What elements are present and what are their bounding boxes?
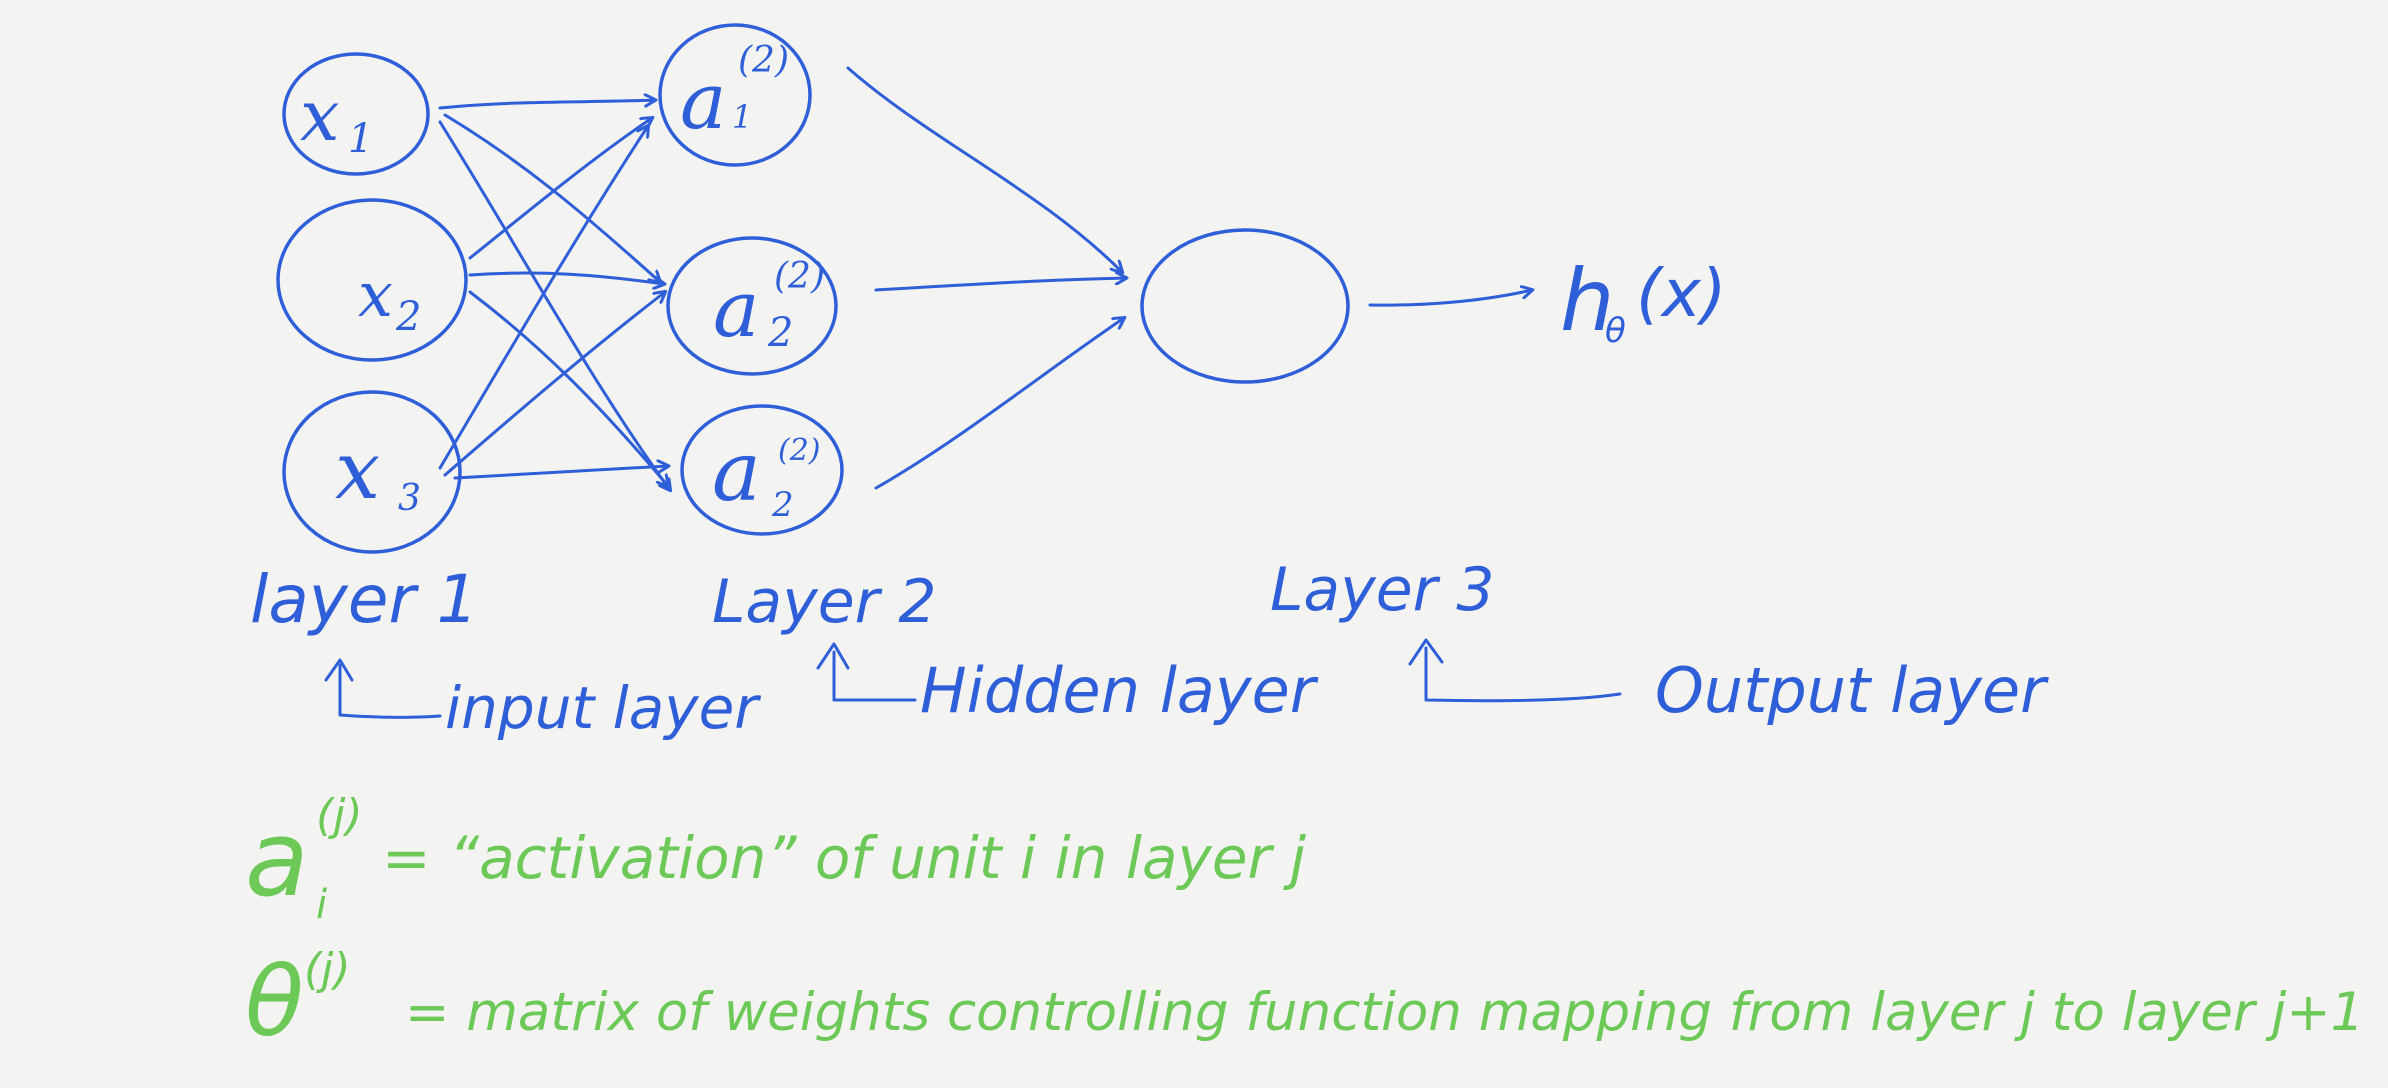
output-function-label: h θ (x)	[1560, 251, 1727, 351]
output-h: h	[1560, 251, 1615, 351]
label-x3-sub: 3	[398, 478, 421, 519]
node-a3	[680, 404, 844, 536]
edge-x3-a1	[438, 126, 648, 470]
definitions: a i (j) = “activation” of unit i in laye…	[245, 790, 2364, 1058]
edge-a2-output	[874, 278, 1126, 292]
layer-captions: layer 1 Layer 2 Layer 3	[250, 555, 1495, 638]
node-labels: x 1 x 2 x 3 a 1 (2) a 2 (2) a 2 (2)	[300, 40, 825, 525]
output-pointer	[1424, 646, 1622, 703]
edge-x2-a1	[468, 118, 652, 260]
label-x2-sub: 2	[395, 294, 421, 340]
label-a1: a	[680, 57, 727, 147]
layer3-caption: Layer 3	[1270, 555, 1495, 625]
edge-x2-a2	[468, 271, 664, 284]
layer2-caption: Layer 2	[712, 567, 937, 637]
label-a2: a	[713, 265, 760, 355]
edge-x1-a2	[443, 113, 660, 282]
activation-sup: (j)	[316, 790, 363, 841]
node-x3	[282, 390, 462, 554]
output-arrow	[1368, 290, 1532, 307]
layer-type-labels: input layer Hidden layer Output layer	[445, 654, 2049, 742]
label-a2-sub: 2	[767, 310, 793, 356]
edges-layer1-to-layer2	[438, 100, 670, 490]
output-theta-sub: θ	[1605, 311, 1626, 351]
edge-a1-output	[846, 66, 1122, 272]
label-a3-sup: (2)	[778, 433, 821, 468]
activation-sub: i	[316, 882, 327, 928]
label-a3-sub: 2	[771, 485, 794, 525]
layer-pointers	[324, 638, 1622, 719]
theta-symbol: θ	[245, 946, 304, 1058]
edge-x3-a3	[453, 466, 668, 480]
label-x3: x	[335, 424, 380, 517]
label-x1-sub: 1	[348, 116, 373, 162]
activation-symbol: a	[245, 798, 309, 920]
output-pointer-caret	[1408, 638, 1444, 666]
node-output	[1140, 228, 1350, 384]
theta-sup: (j)	[304, 944, 351, 995]
edge-a3-output	[874, 318, 1124, 490]
edges-layer2-to-layer3	[846, 66, 1126, 490]
node-a1	[658, 23, 812, 167]
edge-x1-a1	[438, 100, 655, 110]
input-layer-label: input layer	[445, 674, 761, 742]
output-arg: (x)	[1636, 255, 1727, 332]
hidden-pointer-caret	[816, 642, 850, 670]
activation-definition: = “activation” of unit i in layer j	[382, 824, 1307, 892]
input-pointer	[338, 663, 442, 719]
input-pointer-caret	[324, 658, 354, 682]
edge-x3-a2	[443, 292, 665, 477]
node-x2	[276, 198, 468, 362]
output-layer-label: Output layer	[1655, 654, 2049, 727]
node-x1	[282, 52, 430, 176]
edge-x2-a3	[468, 290, 668, 486]
label-x2: x	[358, 258, 393, 331]
label-a1-sub: 1	[732, 98, 752, 136]
theta-definition: = matrix of weights controlling function…	[405, 982, 2364, 1043]
label-x1: x	[300, 75, 339, 157]
label-a2-sup: (2)	[774, 256, 825, 297]
label-a3: a	[712, 425, 761, 520]
label-a1-sup: (2)	[738, 40, 789, 81]
hidden-pointer	[832, 650, 917, 702]
layer1-caption: layer 1	[250, 561, 479, 638]
node-a2	[666, 236, 838, 376]
hidden-layer-label: Hidden layer	[920, 654, 1319, 727]
edge-x1-a3	[438, 120, 670, 490]
